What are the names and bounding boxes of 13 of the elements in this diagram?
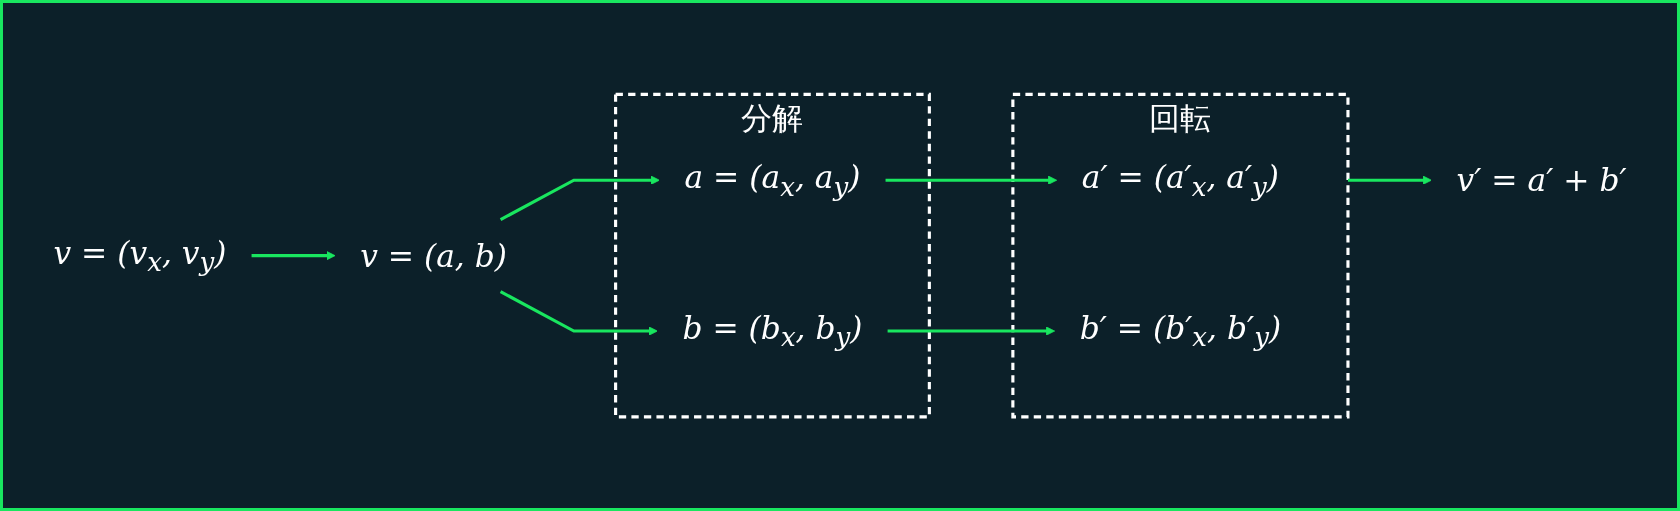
arrow [499, 175, 660, 221]
node-text: b = (b$_{x}$, b$_{y}$) [682, 309, 863, 353]
arrow [499, 290, 658, 336]
arrow [885, 175, 1058, 185]
node-text: b′ = (b′$_{x}$, b′$_{y}$) [1079, 309, 1282, 353]
arrow [251, 250, 336, 261]
arrow [1347, 175, 1432, 185]
node-text: a′ = (a′$_{x}$, a′$_{y}$) [1081, 158, 1280, 202]
node-text: v′ = a′ + b′ [1456, 161, 1627, 199]
node-text: v = (v$_{x}$, v$_{y}$) [53, 234, 227, 278]
arrow [887, 326, 1056, 336]
node-text: a = (a$_{x}$, a$_{y}$) [684, 158, 861, 202]
node-text: v = (a, b) [360, 237, 508, 274]
